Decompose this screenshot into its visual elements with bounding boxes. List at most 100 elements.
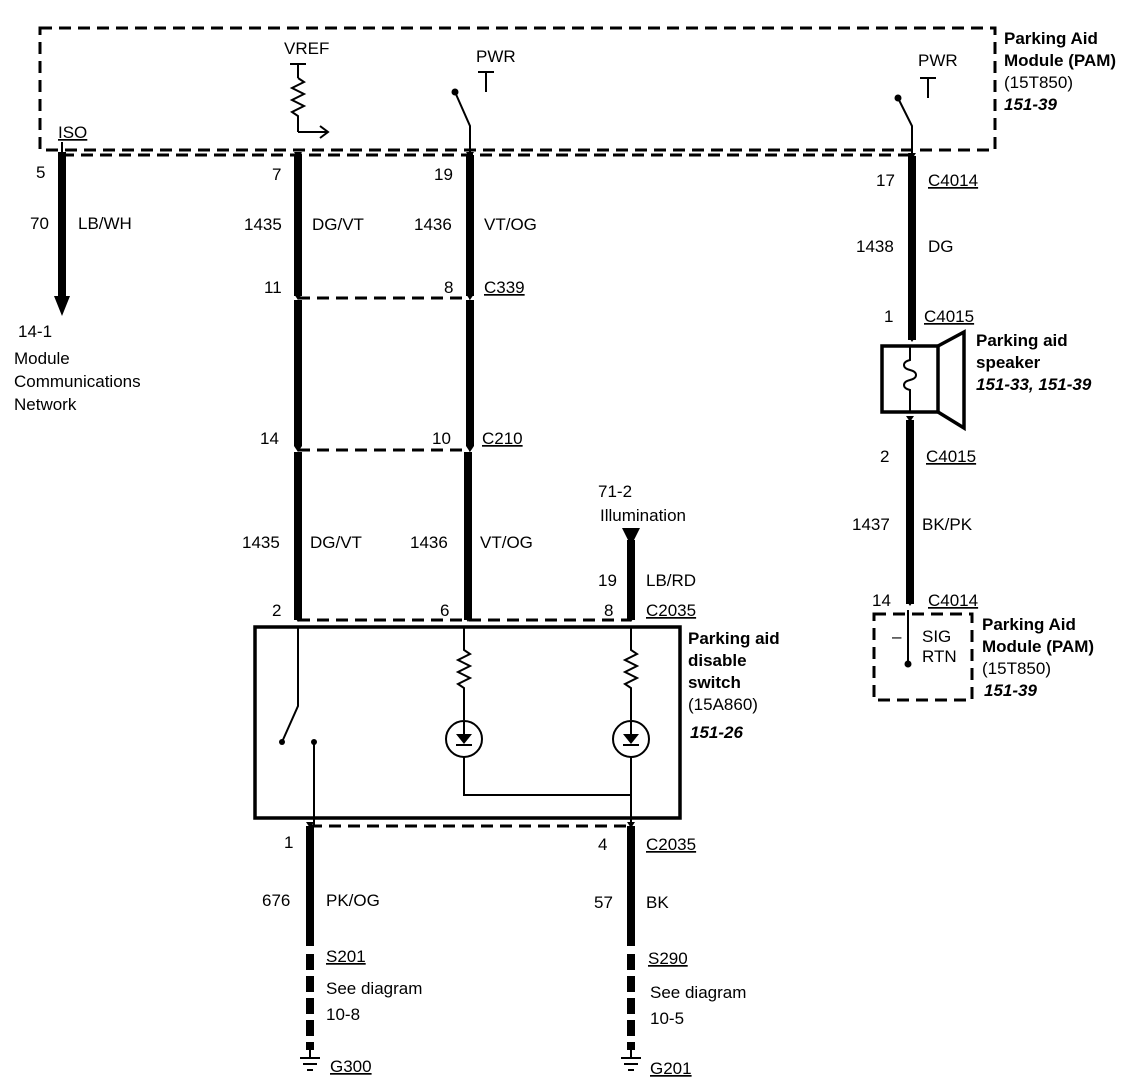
- switch-contact-dot-a: [279, 739, 285, 745]
- switch-contact-upper: [281, 627, 299, 743]
- wire-a-color: DG/VT: [312, 215, 364, 234]
- network-label-3: Network: [14, 395, 77, 414]
- pam-bottom-name-2: Module (PAM): [982, 637, 1094, 656]
- pam-top-name-2: Module (PAM): [1004, 51, 1116, 70]
- wire-b-circuit: 1436: [414, 215, 452, 234]
- ground-left-circuit: 676: [262, 891, 290, 910]
- switch-lamp-c-bar: [623, 721, 639, 746]
- network-color: LB/WH: [78, 214, 132, 233]
- illum-ref: 71-2: [598, 482, 632, 501]
- wire-b-connector-c210: C210: [482, 429, 523, 448]
- ground-left-pin: 1: [284, 833, 293, 852]
- ground-left-see-2: 10-8: [326, 1005, 360, 1024]
- illum-label: Illumination: [600, 506, 686, 525]
- pam-bottom-part: (15T850): [982, 659, 1051, 678]
- switch-lamp-b-bar: [456, 721, 472, 746]
- ground-left-see-1: See diagram: [326, 979, 422, 998]
- wire-a-pin-top: 7: [272, 165, 281, 184]
- network-arrow: [54, 296, 70, 316]
- wire-a-circuit: 1435: [244, 215, 282, 234]
- wire-b-circuit-2: 1436: [410, 533, 448, 552]
- pam-top-enclosure: [38, 26, 997, 152]
- pam-top-ref: 151-39: [1004, 95, 1057, 114]
- pam-top-part: (15T850): [1004, 73, 1073, 92]
- speaker-color: DG: [928, 237, 954, 256]
- pam-bottom-name-1: Parking Aid: [982, 615, 1076, 634]
- switch-name-1: Parking aid: [688, 629, 780, 648]
- ground-right-symbol: [621, 1050, 641, 1071]
- switch-part: (15A860): [688, 695, 758, 714]
- pam-bottom-ref: 151-39: [984, 681, 1037, 700]
- wire-a-color-2: DG/VT: [310, 533, 362, 552]
- switch-resistor-b: [455, 627, 473, 720]
- switch-name-2: disable: [688, 651, 747, 670]
- pwr2-switch-blade: [897, 97, 913, 156]
- wire-a-circuit-2: 1435: [242, 533, 280, 552]
- wire-b-color: VT/OG: [484, 215, 537, 234]
- vref-resistor: [289, 77, 307, 132]
- wire-a-pin-c2035: 2: [272, 601, 281, 620]
- network-label-1: Module: [14, 349, 70, 368]
- vref-label: VREF: [284, 39, 329, 58]
- switch-lamp-c-diode: [623, 734, 639, 744]
- switch-lamp-b-diode: [456, 734, 472, 744]
- speaker-cone: [937, 329, 966, 432]
- wire-b-pin-top: 19: [434, 165, 453, 184]
- network-label-2: Communications: [14, 372, 141, 391]
- wire-b-pin-c339: 8: [444, 278, 453, 297]
- pam-bottom-minus: –: [892, 627, 902, 646]
- wire-b-color-2: VT/OG: [480, 533, 533, 552]
- speaker-name-2: speaker: [976, 353, 1041, 372]
- speaker-pin-in: 1: [884, 307, 893, 326]
- speaker-pin-out: 2: [880, 447, 889, 466]
- ground-left-color: PK/OG: [326, 891, 380, 910]
- wire-a-pin-c210: 14: [260, 429, 279, 448]
- switch-box: [253, 625, 682, 820]
- pwr1-terminal: [478, 71, 494, 92]
- illum-arrow: [622, 528, 640, 546]
- speaker-connector-top: C4014: [928, 171, 978, 190]
- ground-right-color: BK: [646, 893, 669, 912]
- pam-top-name-1: Parking Aid: [1004, 29, 1098, 48]
- speaker-connector-bottom: C4014: [928, 591, 978, 610]
- pam-bottom-enclosure: [872, 612, 974, 702]
- speaker-circuit: 1438: [856, 237, 894, 256]
- ground-left-splice-label: S201: [326, 947, 366, 966]
- speaker-pin-top: 17: [876, 171, 895, 190]
- pwr2-terminal: [920, 77, 936, 98]
- speaker-circuit-2: 1437: [852, 515, 890, 534]
- switch-resistor-c: [622, 627, 640, 720]
- speaker-coil: [903, 346, 917, 412]
- wire-b-connector-c339: C339: [484, 278, 525, 297]
- speaker-color-2: BK/PK: [922, 515, 973, 534]
- ground-right-splice-label: S290: [648, 949, 688, 968]
- ground-right-pin: 4: [598, 835, 607, 854]
- switch-lamp-b-return: [463, 757, 631, 796]
- pam-bottom-sig: SIG: [922, 627, 951, 646]
- pwr1-label: PWR: [476, 47, 516, 66]
- iso-label: ISO: [58, 123, 87, 142]
- illum-pin: 8: [604, 601, 613, 620]
- ground-left-ground: G300: [330, 1057, 372, 1076]
- ground-right-see-1: See diagram: [650, 983, 746, 1002]
- vref-pullup-arrow: [298, 125, 330, 139]
- network-ref: 14-1: [18, 322, 52, 341]
- pwr1-switch-blade: [454, 91, 471, 156]
- network-circuit: 70: [30, 214, 49, 233]
- wire-a-pin-c339: 11: [264, 278, 282, 297]
- pam-bottom-terminal: [904, 660, 912, 668]
- ground-left-symbol: [300, 1050, 320, 1071]
- pam-bottom-rtn: RTN: [922, 647, 957, 666]
- vref-terminal: [290, 63, 306, 78]
- speaker-connector-out: C4015: [926, 447, 976, 466]
- switch-name-3: switch: [688, 673, 741, 692]
- speaker-ref: 151-33, 151-39: [976, 375, 1092, 394]
- switch-ref: 151-26: [690, 723, 743, 742]
- speaker-pin-bottom: 14: [872, 591, 891, 610]
- ground-right-circuit: 57: [594, 893, 613, 912]
- speaker-name-1: Parking aid: [976, 331, 1068, 350]
- pwr2-label: PWR: [918, 51, 958, 70]
- wire-b-pin-c2035: 6: [440, 601, 449, 620]
- illum-circuit: 19: [598, 571, 617, 590]
